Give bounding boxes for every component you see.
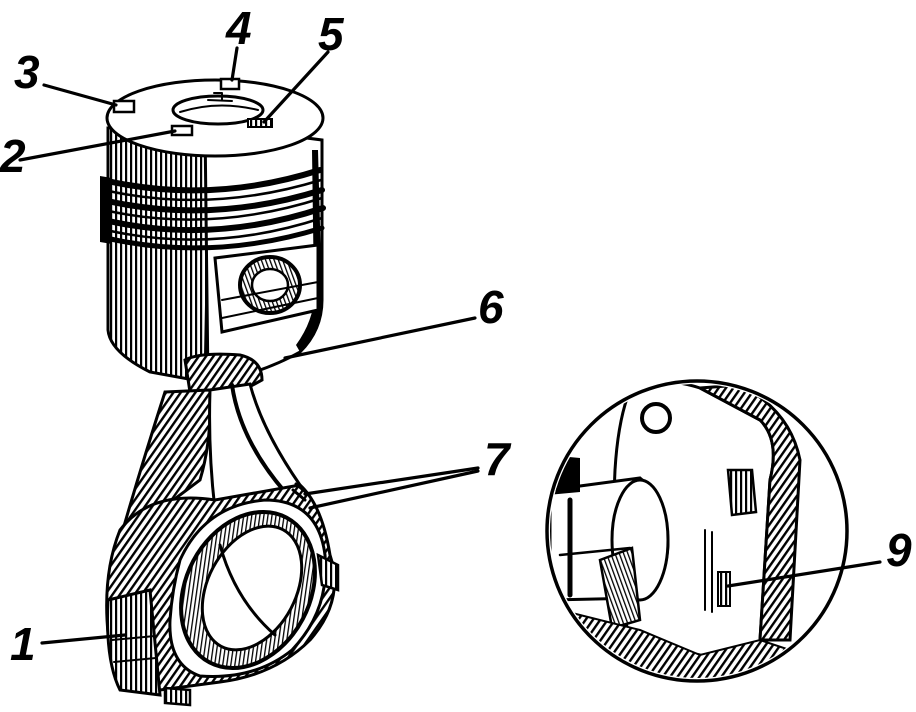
piston-pin-bore-inner — [250, 267, 290, 303]
piston-crown-chamber — [171, 94, 265, 126]
leader-9 — [726, 560, 882, 588]
bearing-shade — [218, 543, 277, 637]
leader-7a — [303, 466, 480, 496]
crank-web-hole — [640, 402, 672, 434]
ring-gap-left — [100, 176, 112, 244]
rod-small-end — [183, 352, 264, 394]
piston — [100, 77, 326, 387]
rod-bearing-cap — [106, 588, 162, 697]
callout-7: 7 — [484, 433, 512, 485]
crank-gear — [598, 546, 642, 630]
crown-mark-5 — [247, 118, 273, 128]
leader-2 — [18, 129, 177, 162]
callout-4: 4 — [225, 2, 252, 54]
cap-lines — [111, 635, 157, 663]
crank-boss — [726, 468, 758, 517]
callout-3: 3 — [14, 46, 40, 98]
crank-mark-9 — [717, 571, 731, 607]
leader-7b — [308, 469, 480, 510]
leader-1 — [40, 633, 127, 645]
leader-3 — [42, 83, 118, 107]
connecting-rod — [105, 352, 340, 707]
rod-cap-bolt-bottom — [163, 686, 192, 707]
callout-labels: 1 2 3 4 5 6 7 9 — [0, 2, 912, 670]
rod-rib — [230, 383, 287, 494]
callout-6: 6 — [478, 281, 504, 333]
rod-bearing-shell — [200, 524, 304, 652]
crankshaft-inset — [545, 379, 849, 683]
callout-2: 2 — [0, 130, 26, 182]
web-lines — [704, 529, 713, 613]
chamber-detail — [207, 92, 233, 102]
chamber-rim — [179, 104, 259, 113]
crown-mark-3 — [112, 99, 136, 114]
journal-line — [558, 546, 632, 557]
callout-1: 1 — [10, 618, 36, 670]
boss-shade-line — [221, 281, 319, 301]
leader-5 — [262, 50, 330, 124]
leader-6 — [283, 316, 477, 360]
boss-shade-line-2 — [221, 297, 319, 319]
leader-4 — [230, 46, 239, 82]
piston-ring-grooves — [100, 167, 326, 251]
callout-9: 9 — [886, 524, 912, 576]
leader-lines — [18, 46, 882, 645]
crown-mark-4 — [219, 77, 241, 91]
piston-skirt-shadow — [106, 123, 212, 384]
callout-5: 5 — [318, 8, 345, 60]
rod-cap-bolt-right — [316, 552, 340, 592]
